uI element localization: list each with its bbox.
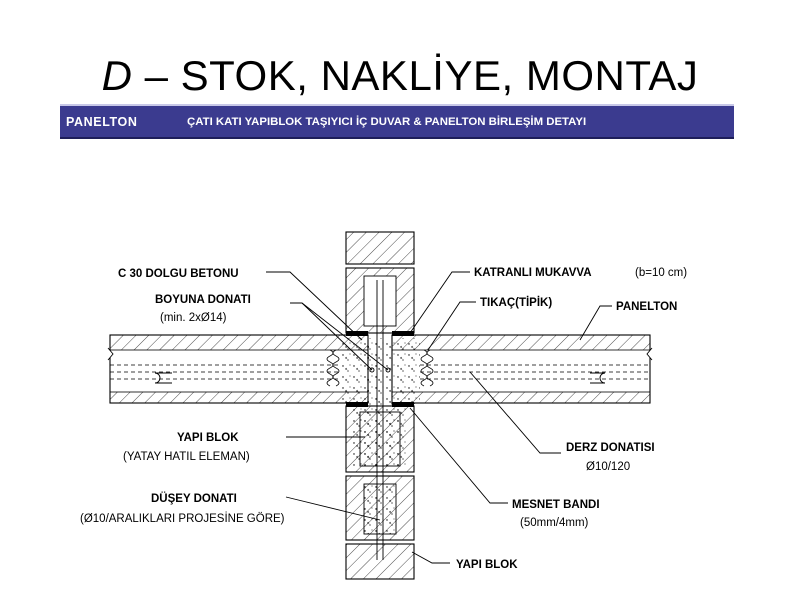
tikac-right: [420, 349, 434, 387]
dusey-donati-rebar: [369, 280, 391, 560]
label-yapi-blok-sub: (YATAY HATIL ELEMAN): [123, 451, 250, 463]
label-mesnet: MESNET BANDI: [512, 499, 600, 511]
katranli-mukavva-right: [392, 331, 414, 336]
title-letter: D: [101, 52, 133, 99]
label-mesnet-sub: (50mm/4mm): [520, 517, 589, 529]
page-title: D – STOK, NAKLİYE, MONTAJ: [0, 52, 800, 100]
panelton-slab-left: [107, 334, 369, 404]
label-panelton: PANELTON: [616, 301, 677, 313]
label-boyuna: BOYUNA DONATI: [155, 294, 251, 306]
label-katranli-sub: (b=10 cm): [635, 267, 687, 279]
mesnet-bandi-left: [346, 402, 368, 407]
banner-title: ÇATI KATI YAPIBLOK TAŞIYICI İÇ DUVAR & P…: [187, 116, 587, 128]
panelton-slab-right: [391, 334, 653, 404]
label-dusey: DÜŞEY DONATI: [151, 492, 237, 505]
label-boyuna-sub: (min. 2xØ14): [160, 312, 227, 324]
banner-brand: PANELTON: [66, 115, 138, 129]
yapi-blok-wall-bottom: [345, 475, 415, 580]
title-text: – STOK, NAKLİYE, MONTAJ: [132, 52, 699, 99]
label-derz: DERZ DONATISI: [566, 442, 655, 454]
detail-banner: PANELTON ÇATI KATI YAPIBLOK TAŞIYICI İÇ …: [60, 104, 734, 139]
yapi-blok-wall-top: [345, 231, 415, 334]
tikac-left: [326, 349, 340, 387]
label-dusey-sub: (Ø10/ARALIKLARI PROJESİNE GÖRE): [80, 512, 285, 525]
leader-lines: [266, 271, 612, 564]
katranli-mukavva-left: [346, 331, 368, 336]
yapi-blok-wall-middle: [345, 405, 415, 473]
label-katranli: KATRANLI MUKAVVA: [474, 267, 592, 279]
label-yapi-blok-bottom: YAPI BLOK: [456, 559, 518, 571]
label-derz-sub: Ø10/120: [586, 461, 630, 473]
label-yapi-blok: YAPI BLOK: [177, 432, 239, 444]
label-c30: C 30 DOLGU BETONU: [118, 268, 239, 280]
label-tikac: TIKAÇ(TİPİK): [480, 296, 552, 309]
mesnet-bandi-right: [392, 402, 414, 407]
